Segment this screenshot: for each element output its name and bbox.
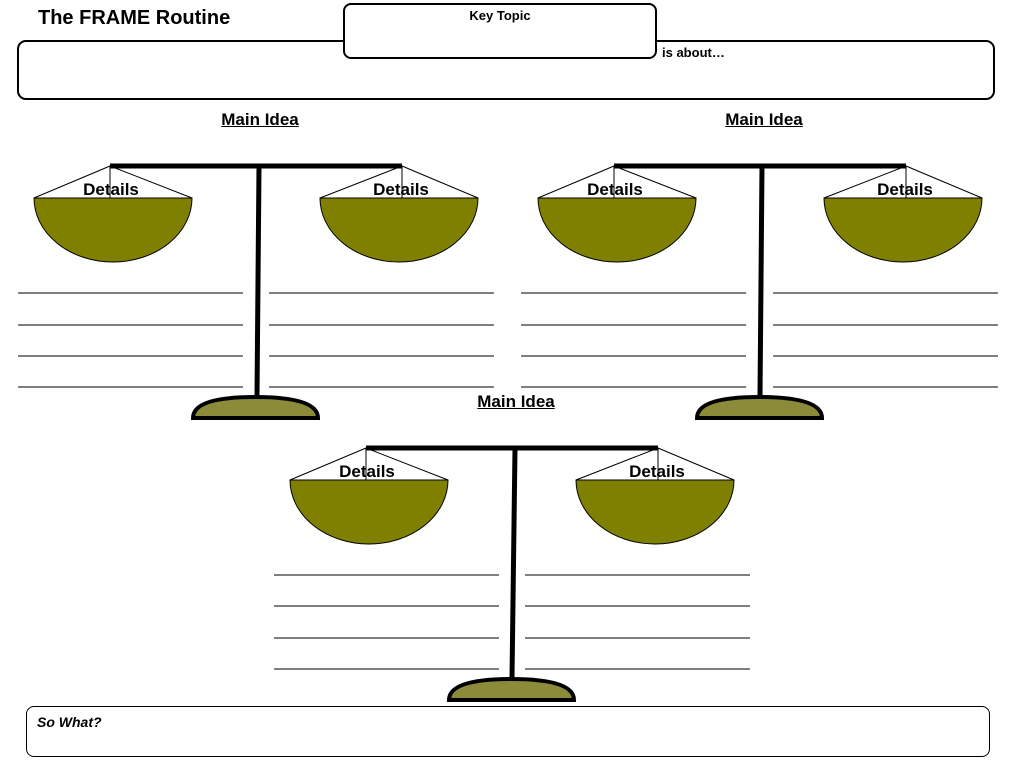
scale-1-post (254, 165, 262, 397)
scale-2-left-pan[interactable] (537, 165, 697, 263)
balance-scale-3 (274, 445, 750, 702)
scale-1-base (190, 394, 321, 420)
scale-3-main-idea-label: Main Idea (477, 392, 555, 411)
scale-1-left-pan[interactable] (33, 165, 193, 263)
scale-3-right-detail-lines[interactable] (525, 574, 750, 670)
scale-2-base (694, 394, 825, 420)
scale-3-post (509, 447, 518, 679)
balance-scale-2 (521, 163, 998, 420)
scale-1-left-detail-lines[interactable] (18, 292, 243, 388)
so-what-box[interactable]: So What? (26, 706, 990, 757)
scale-3-left-pan[interactable] (289, 447, 449, 545)
scale-2-left-detail-lines[interactable] (521, 292, 746, 388)
scale-1-left-details-label: Details (83, 180, 139, 199)
key-topic-box[interactable]: Key Topic (343, 3, 657, 59)
scale-1-main-idea-label: Main Idea (221, 110, 299, 129)
scale-3-left-details-label: Details (339, 462, 395, 481)
scale-2-right-pan[interactable] (823, 165, 983, 263)
scale-1-right-pan[interactable] (319, 165, 479, 263)
scale-1-right-detail-lines[interactable] (269, 292, 494, 388)
balance-scale-1 (18, 163, 494, 420)
scale-2-right-detail-lines[interactable] (773, 292, 998, 388)
scale-2-main-idea-label: Main Idea (725, 110, 803, 129)
scale-2-left-details-label: Details (587, 180, 643, 199)
is-about-box[interactable] (17, 40, 995, 100)
scale-3-left-detail-lines[interactable] (274, 574, 499, 670)
scale-1-right-details-label: Details (373, 180, 429, 199)
scale-2-post (757, 165, 765, 397)
scale-3-base (446, 676, 577, 702)
page-title: The FRAME Routine (38, 7, 231, 29)
is-about-label: is about… (662, 45, 725, 60)
scale-3-right-details-label: Details (629, 462, 685, 481)
scale-3-right-pan[interactable] (575, 447, 735, 545)
scale-2-right-details-label: Details (877, 180, 933, 199)
so-what-label: So What? (37, 714, 102, 730)
key-topic-label: Key Topic (469, 8, 531, 23)
